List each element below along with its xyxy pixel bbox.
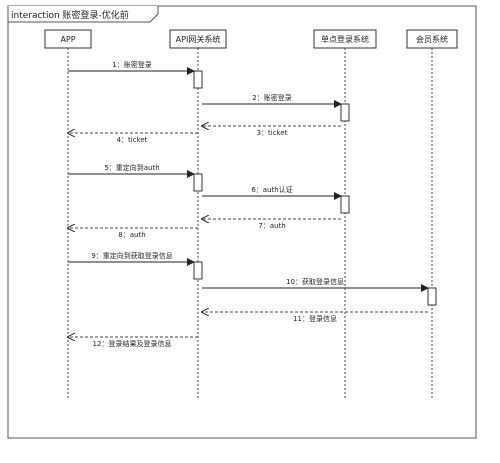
activation-sso-1 [340, 103, 350, 122]
activation-gateway-3 [193, 261, 203, 280]
activation-gateway-1 [193, 70, 203, 89]
message-7-label: 7：auth [258, 222, 285, 230]
frame-title-tab [7, 6, 159, 23]
message-9-label: 9：重定向到获取登录信息 [91, 251, 172, 260]
lifeline-label-sso: 单点登录系统 [321, 34, 369, 44]
message-6-label: 6：auth认证 [251, 185, 292, 194]
activation-member-1 [427, 287, 437, 306]
message-1-label: 1：账密登录 [112, 60, 151, 69]
lifeline-label-gateway: API网关系统 [176, 34, 221, 44]
frame-title: interaction 账密登录-优化前 [11, 9, 129, 21]
activation-gateway-2 [193, 173, 203, 192]
interaction-frame [7, 5, 477, 439]
message-11-label: 11：登录信息 [293, 314, 337, 323]
lifeline-sso: 单点登录系统 [313, 29, 377, 398]
message-5-label: 5：重定向到auth [104, 163, 159, 172]
lifeline-app: APP [44, 29, 92, 398]
message-8-label: 8：auth [118, 231, 145, 239]
activation-sso-2 [340, 195, 350, 214]
lifeline-gateway: API网关系统 [169, 29, 227, 398]
message-4-label: 4：ticket [117, 136, 148, 144]
lifeline-label-app: APP [60, 35, 75, 44]
lifeline-label-member: 会员系统 [416, 34, 448, 44]
lifeline-member: 会员系统 [406, 29, 458, 398]
message-12-label: 12：登录结果及登录信息 [93, 339, 172, 348]
message-10-label: 10：获取登录信息 [286, 277, 344, 286]
message-2-label: 2：账密登录 [252, 93, 291, 102]
message-3-label: 3：ticket [257, 129, 288, 137]
